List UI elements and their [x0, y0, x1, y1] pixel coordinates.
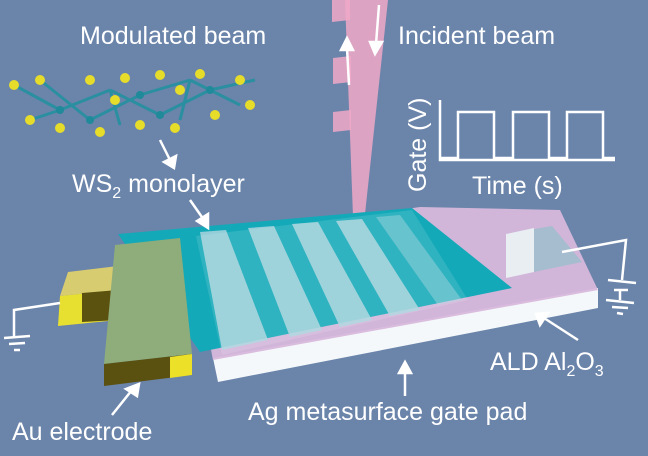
- arrows: [111, 4, 579, 416]
- modulated-beam-label: Modulated beam: [80, 22, 266, 50]
- ald-al2o3-label: ALD Al2O3: [490, 348, 604, 380]
- ag-gate-pad: [213, 288, 598, 382]
- modulated-beam-segment: [333, 56, 351, 84]
- time-axis-label: Time (s): [472, 172, 563, 200]
- battery-ground-icon: [605, 278, 637, 316]
- gate-axes: [438, 100, 615, 162]
- au-electrode-label: Au electrode: [12, 418, 152, 446]
- incident-beam-label: Incident beam: [398, 22, 555, 50]
- left-ground-wire: [12, 301, 61, 338]
- ag-metasurface-label: Ag metasurface gate pad: [248, 398, 527, 426]
- sulfur-atoms: [9, 69, 255, 137]
- metasurface-stripes: [200, 215, 462, 350]
- gate-square-wave: [440, 110, 615, 160]
- glass-overlay: [196, 210, 468, 355]
- modulated-beam-segment: [332, 0, 350, 22]
- au-electrode-top: [104, 238, 192, 364]
- tungsten-atoms: [56, 86, 214, 124]
- stripe: [292, 222, 372, 327]
- ws2-molecule-icon: [13, 78, 256, 126]
- right-contact-pad-face: [506, 228, 534, 278]
- stripe: [200, 230, 268, 350]
- stripe: [336, 219, 420, 316]
- left-ground-icon: [3, 334, 31, 352]
- ws2-monolayer-label: WS2 monolayer: [72, 170, 245, 202]
- au-electrode-front-light: [170, 354, 192, 378]
- gate-axis-label: Gate (V): [404, 98, 432, 192]
- modulated-beam-segment: [333, 110, 351, 132]
- right-wire: [561, 238, 628, 281]
- stripe: [376, 215, 462, 305]
- au-small-pad-top: [60, 266, 118, 296]
- stripe: [248, 226, 322, 337]
